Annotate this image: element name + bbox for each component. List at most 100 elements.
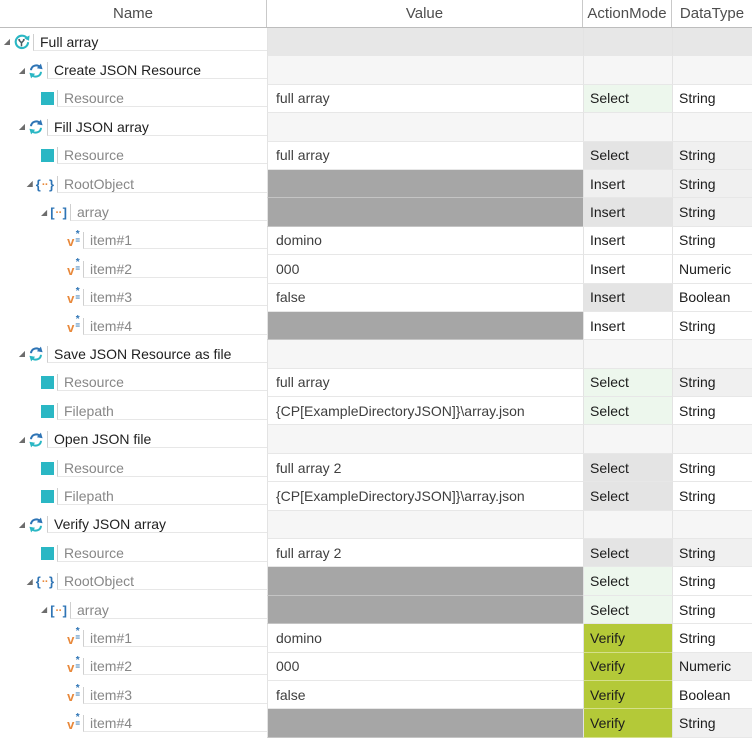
value-cell[interactable] [267,425,583,454]
expander-icon[interactable]: ◢ [3,37,10,47]
actionmode-cell[interactable]: Select [583,84,672,114]
actionmode-cell[interactable]: Select [583,595,672,625]
column-header-name[interactable]: Name [0,0,267,27]
actionmode-cell[interactable] [583,425,672,454]
name-box[interactable]: Open JSON file [47,431,267,449]
value-cell[interactable] [267,198,583,227]
name-box[interactable]: RootObject [57,573,267,591]
name-box[interactable]: item#1 [83,629,267,647]
tree-row[interactable]: Filepath{CP[ExampleDirectoryJSON]}\array… [0,397,752,426]
value-cell[interactable]: domino [267,624,583,653]
name-box[interactable]: Save JSON Resource as file [47,345,267,363]
actionmode-cell[interactable]: Select [583,141,672,170]
name-box[interactable]: item#3 [83,686,267,704]
actionmode-cell[interactable] [583,113,672,142]
value-cell[interactable] [267,340,583,369]
value-cell[interactable] [267,567,583,596]
actionmode-cell[interactable]: Insert [583,169,672,199]
datatype-cell[interactable]: String [672,169,752,199]
datatype-cell[interactable]: String [672,453,752,483]
datatype-cell[interactable]: String [672,567,752,596]
expander-icon[interactable]: ◢ [41,605,48,614]
value-cell[interactable]: false [267,680,583,710]
actionmode-cell[interactable]: Select [583,368,672,398]
datatype-cell[interactable]: Boolean [672,283,752,312]
actionmode-cell[interactable] [583,56,672,85]
actionmode-cell[interactable]: Insert [583,226,672,256]
value-cell[interactable]: 000 [267,652,583,681]
expander-icon[interactable]: ◢ [18,349,25,359]
name-box[interactable]: item#4 [83,317,267,335]
value-cell[interactable]: full array [267,84,583,114]
datatype-cell[interactable]: String [672,226,752,256]
actionmode-cell[interactable]: Select [583,567,672,596]
datatype-cell[interactable]: String [672,141,752,170]
value-cell[interactable] [267,709,583,738]
name-box[interactable]: item#2 [83,260,267,278]
datatype-cell[interactable]: String [672,84,752,114]
value-cell[interactable]: false [267,283,583,312]
datatype-cell[interactable]: String [672,368,752,398]
actionmode-cell[interactable]: Insert [583,311,672,341]
value-cell[interactable] [267,311,583,341]
tree-row[interactable]: ◢ Create JSON Resource [0,56,752,85]
value-cell[interactable]: {CP[ExampleDirectoryJSON]}\array.json [267,482,583,511]
actionmode-cell[interactable]: Insert [583,198,672,227]
expander-icon[interactable]: ◢ [18,65,25,75]
value-cell[interactable] [267,169,583,199]
actionmode-cell[interactable]: Insert [583,255,672,284]
datatype-cell[interactable] [672,56,752,85]
value-cell[interactable]: 000 [267,255,583,284]
expander-icon[interactable]: ◢ [18,519,25,529]
datatype-cell[interactable] [672,340,752,369]
datatype-cell[interactable]: String [672,539,752,568]
column-header-datatype[interactable]: DataType [679,5,745,22]
name-box[interactable]: Resource [57,544,267,562]
tree-row[interactable]: ◢ Fill JSON array [0,113,752,142]
value-cell[interactable]: domino [267,226,583,256]
actionmode-cell[interactable] [583,28,672,57]
name-box[interactable]: RootObject [57,175,267,193]
value-cell[interactable] [267,113,583,142]
value-cell[interactable] [267,28,583,57]
name-box[interactable]: Resource [57,374,267,392]
name-box[interactable]: Verify JSON array [47,516,267,534]
actionmode-cell[interactable]: Select [583,482,672,511]
value-cell[interactable] [267,56,583,85]
actionmode-cell[interactable] [583,340,672,369]
datatype-cell[interactable] [672,28,752,57]
actionmode-cell[interactable]: Select [583,397,672,426]
column-header-actionmode[interactable]: ActionMode [583,0,672,27]
name-box[interactable]: Full array [33,33,267,51]
datatype-cell[interactable]: String [672,198,752,227]
actionmode-cell[interactable] [583,510,672,540]
value-cell[interactable] [267,510,583,540]
name-box[interactable]: array [70,601,267,619]
value-cell[interactable] [267,595,583,625]
name-box[interactable]: Fill JSON array [47,118,267,136]
actionmode-cell[interactable]: Verify [583,624,672,653]
datatype-cell[interactable]: String [672,482,752,511]
actionmode-cell[interactable]: Insert [583,283,672,312]
expander-icon[interactable]: ◢ [18,434,25,444]
tree-row[interactable]: ◢ Save JSON Resource as file [0,340,752,369]
actionmode-cell[interactable]: Select [583,453,672,483]
value-cell[interactable]: {CP[ExampleDirectoryJSON]}\array.json [267,397,583,426]
tree-row[interactable]: ◢ Full array [0,28,752,57]
expander-icon[interactable]: ◢ [41,207,48,217]
name-box[interactable]: item#4 [83,715,267,733]
name-box[interactable]: item#3 [83,289,267,307]
